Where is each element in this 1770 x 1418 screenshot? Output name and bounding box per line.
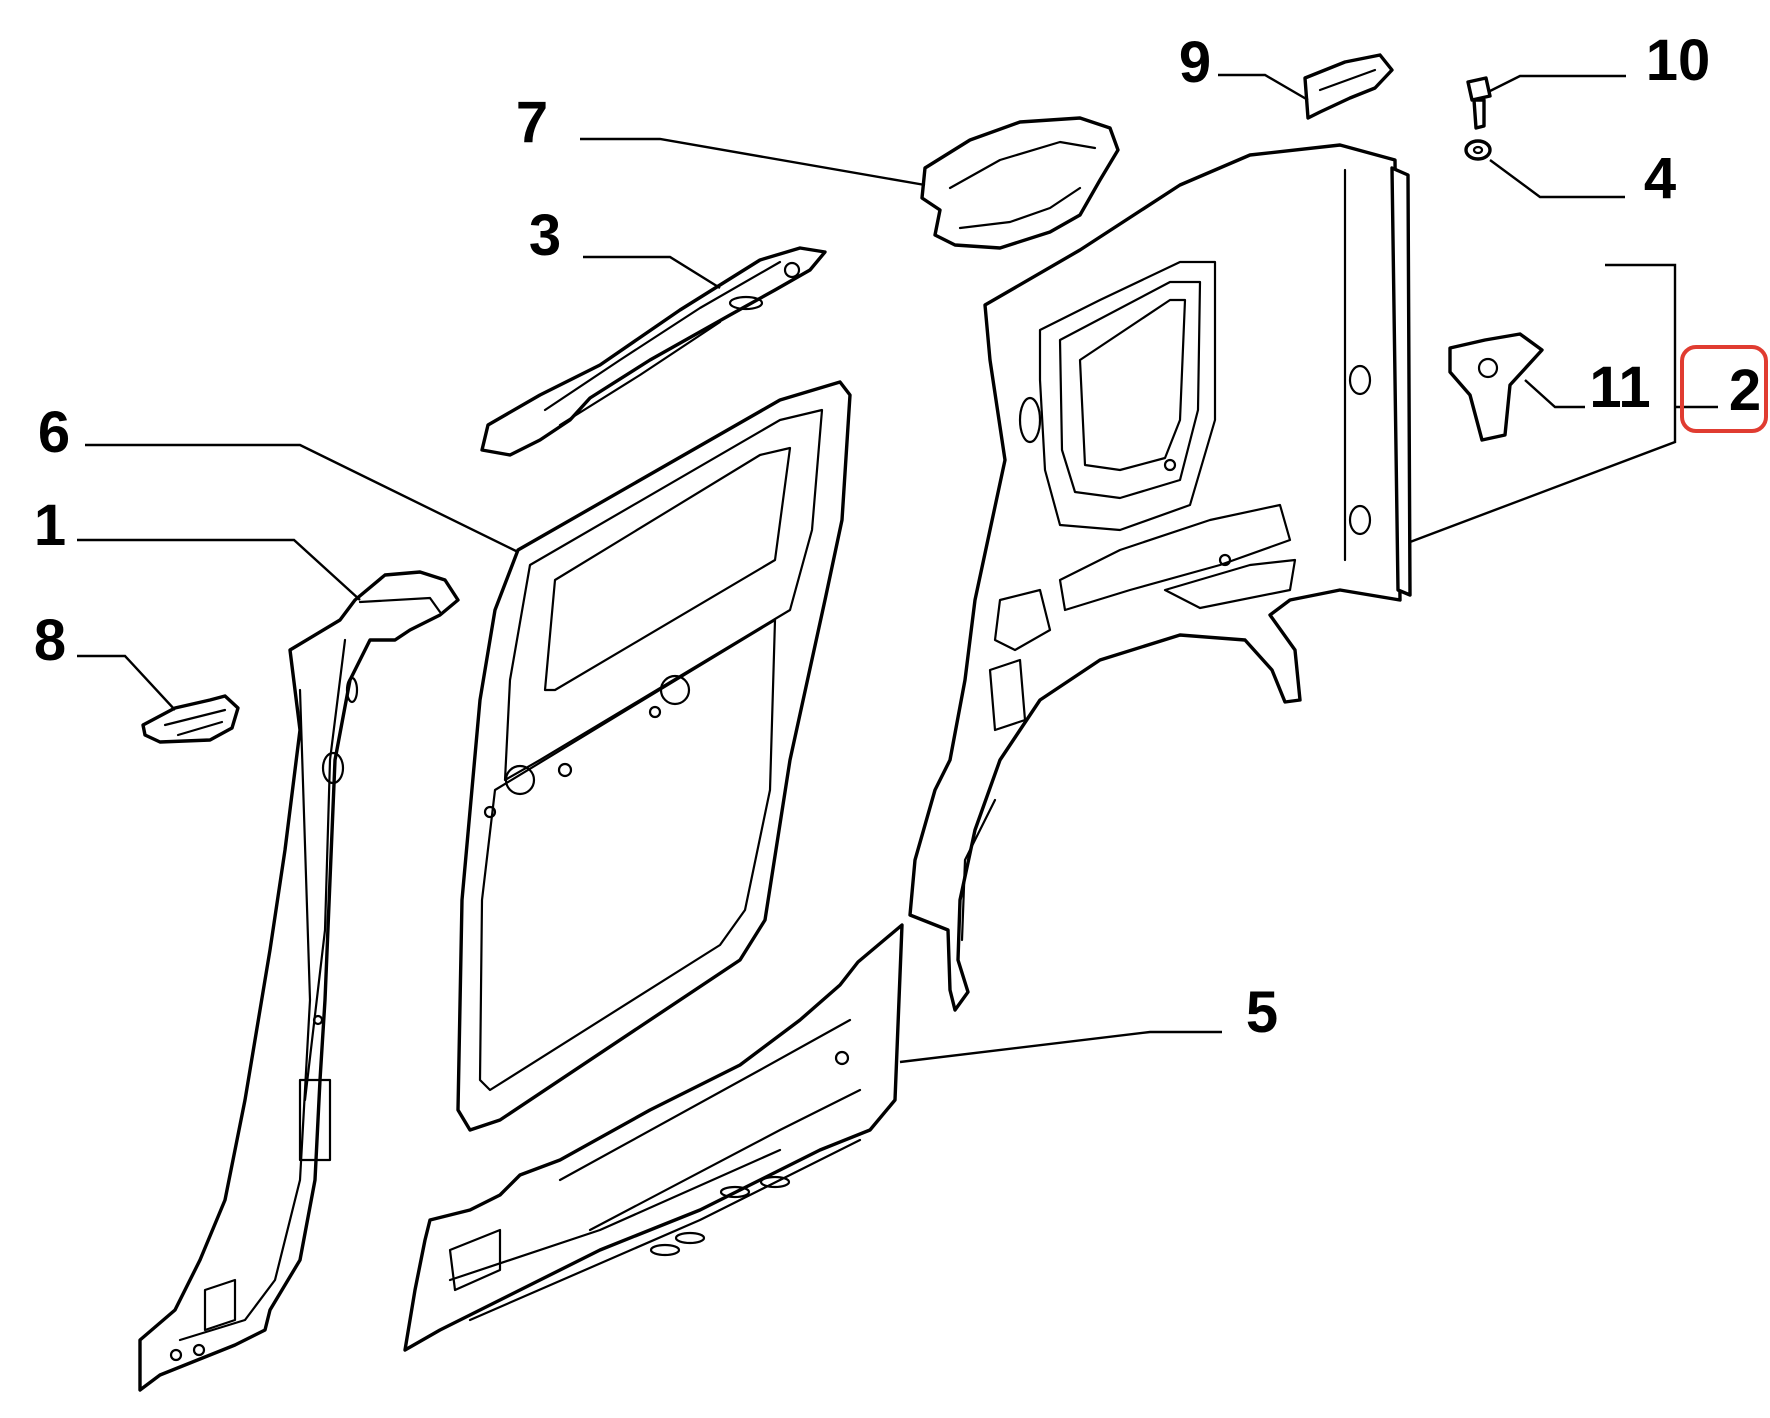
- part-6-door-panel[interactable]: [456, 380, 852, 1132]
- callout-number-1[interactable]: 1: [34, 493, 66, 558]
- leader-6: [85, 443, 519, 554]
- part-11-reinforcement[interactable]: [1448, 332, 1544, 442]
- part-4-washer[interactable]: [1464, 139, 1492, 161]
- part-10-bolt[interactable]: [1466, 76, 1492, 130]
- callout-number-10[interactable]: 10: [1646, 28, 1711, 93]
- callout-number-7[interactable]: 7: [516, 90, 548, 155]
- highlight-box-callout-2: [1680, 345, 1768, 433]
- part-3-rail-bracket[interactable]: [480, 246, 827, 457]
- part-1-b-pillar[interactable]: [138, 570, 460, 1392]
- leader-10: [1487, 74, 1626, 94]
- callout-number-9[interactable]: 9: [1179, 30, 1211, 95]
- leader-lines: [77, 73, 1718, 1064]
- leader-7: [580, 137, 926, 187]
- leader-1: [77, 538, 361, 601]
- callout-number-6[interactable]: 6: [38, 400, 70, 465]
- leader-11: [1524, 379, 1585, 409]
- callout-number-5[interactable]: 5: [1246, 980, 1278, 1045]
- part-9-top-bracket[interactable]: [1303, 53, 1394, 120]
- callout-number-4[interactable]: 4: [1644, 146, 1676, 211]
- leader-5: [899, 1030, 1222, 1064]
- callout-number-8[interactable]: 8: [34, 608, 66, 673]
- callout-number-11[interactable]: 11: [1589, 355, 1650, 420]
- leader-9: [1218, 73, 1309, 102]
- leader-2-bracket: [1409, 263, 1677, 544]
- callout-number-3[interactable]: 3: [529, 203, 561, 268]
- callout-number-2[interactable]: 2: [1729, 358, 1761, 423]
- part-7-arch-cover[interactable]: [920, 116, 1120, 250]
- part-8-bracket[interactable]: [141, 694, 240, 744]
- part-2-edge-strip[interactable]: [1390, 166, 1412, 597]
- leader-4: [1489, 159, 1625, 199]
- callouts: 7 3 9 10 4 6 1 8 11 5 2: [34, 28, 1761, 1045]
- leader-3: [583, 255, 721, 290]
- part-5-sill[interactable]: [403, 923, 904, 1352]
- leader-8: [77, 654, 176, 711]
- part-2-quarter-panel[interactable]: [908, 143, 1402, 1012]
